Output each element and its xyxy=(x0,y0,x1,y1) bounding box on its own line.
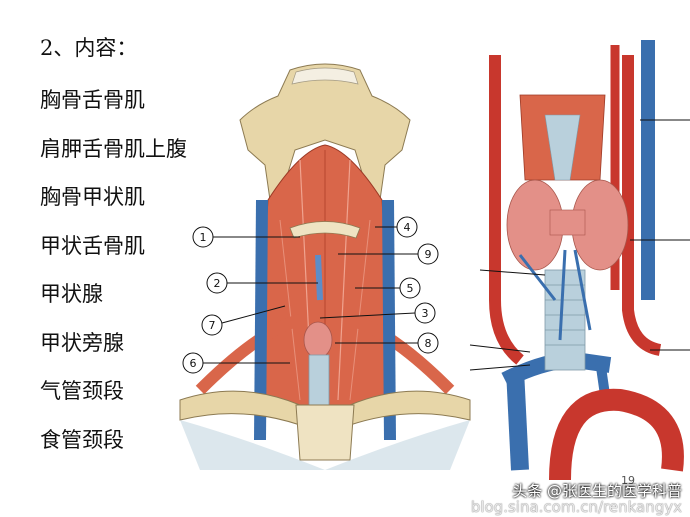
callout-label-8: 8 xyxy=(425,337,432,350)
content-list: 2、内容： 胸骨舌骨肌 肩胛舌骨肌上腹 胸骨甲状肌 甲状舌骨肌 甲状腺 甲状旁腺… xyxy=(40,28,240,464)
callout-7: 7 xyxy=(201,305,286,336)
callout-label-2: 2 xyxy=(214,277,221,290)
callout-6: 6 xyxy=(182,352,290,374)
callout-label-1: 1 xyxy=(200,231,207,244)
thyroid-vessels-illustration xyxy=(469,40,690,481)
callout-label-9: 9 xyxy=(425,248,432,261)
callout-4: 4 xyxy=(375,216,418,238)
thyroid-gland xyxy=(303,321,333,359)
list-item: 胸骨舌骨肌 xyxy=(40,88,145,112)
callout-label-6: 6 xyxy=(190,357,197,370)
list-item: 肩胛舌骨肌上腹 xyxy=(40,136,187,161)
page-number: 19 xyxy=(621,474,635,487)
list-heading: 2、内容： xyxy=(40,36,138,60)
watermark-line-1: 头条 @张医生的医学科普 xyxy=(512,482,682,500)
trachea xyxy=(308,354,330,411)
list-item: 气管颈段 xyxy=(40,379,124,403)
mandible xyxy=(239,63,411,206)
list-item: 食管颈段 xyxy=(40,427,124,452)
watermark-line-2: blog.sina.com.cn/renkangyx xyxy=(470,497,682,516)
watermark: 头条 @张医生的医学科普 blog.sina.com.cn/renkangyx xyxy=(470,482,682,516)
list-item: 甲状旁腺 xyxy=(40,330,124,355)
clavicles xyxy=(179,390,471,470)
list-item: 胸骨甲状肌 xyxy=(40,185,145,209)
callout-9: 9 xyxy=(338,243,439,265)
callout-8: 8 xyxy=(335,332,439,354)
callout-label-4: 4 xyxy=(404,221,411,234)
list-item: 甲状腺 xyxy=(40,282,103,306)
list-item: 甲状舌骨肌 xyxy=(40,233,145,258)
callout-3: 3 xyxy=(319,302,436,324)
callout-label-5: 5 xyxy=(407,282,414,295)
callout-label-3: 3 xyxy=(422,307,429,320)
callout-1: 1 xyxy=(192,226,300,248)
callout-2: 2 xyxy=(206,272,318,294)
hyoid-bone xyxy=(289,221,361,239)
callout-5: 5 xyxy=(355,277,421,299)
callout-label-7: 7 xyxy=(209,319,216,332)
